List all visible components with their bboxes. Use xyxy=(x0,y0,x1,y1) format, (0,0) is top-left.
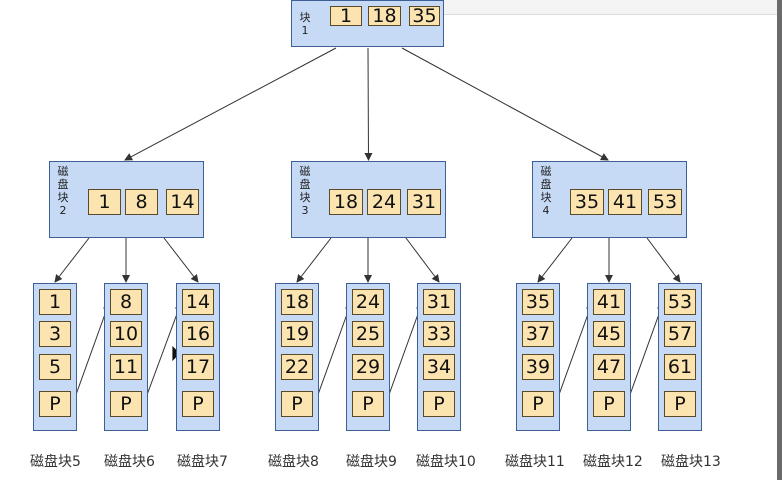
root-to-internal-edge xyxy=(401,47,609,161)
node-label-char: 盘 xyxy=(57,178,69,191)
internal-key: 8 xyxy=(125,189,158,215)
leaf-key: 47 xyxy=(593,354,625,380)
leaf-key: 8 xyxy=(110,289,142,315)
internal-to-leaf-edge xyxy=(163,237,199,283)
leaf-sibling-pointer xyxy=(143,302,183,404)
leaf-caption: 磁盘块12 xyxy=(583,454,643,470)
leaf-key: 19 xyxy=(281,321,313,347)
leaf-caption: 磁盘块10 xyxy=(416,454,476,470)
internal-key: 18 xyxy=(329,189,363,215)
leaf-key: 57 xyxy=(664,321,696,347)
leaf-pointer-p: P xyxy=(664,391,696,417)
internal-key: 14 xyxy=(166,189,199,215)
leaf-pointer-p: P xyxy=(352,391,384,417)
leaf-sibling-pointer xyxy=(72,302,111,404)
internal-key: 1 xyxy=(88,189,121,215)
leaf-key: 33 xyxy=(423,321,455,347)
leaf-key: 14 xyxy=(182,289,214,315)
root-key: 1 xyxy=(330,5,362,27)
leaf-key: 17 xyxy=(182,354,214,380)
leaf-sibling-pointer xyxy=(626,302,665,404)
leaf-key: 35 xyxy=(522,289,554,315)
node-label-char: 块 xyxy=(299,191,311,204)
leaf-caption: 磁盘块13 xyxy=(661,454,721,470)
node-label-char: 3 xyxy=(301,204,309,217)
leaf-key: 25 xyxy=(352,321,384,347)
leaf-pointer-p: P xyxy=(110,391,142,417)
leaf-key: 10 xyxy=(110,321,142,347)
internal-key: 53 xyxy=(648,189,682,215)
node-label-char: 磁 xyxy=(540,165,552,178)
leaf-key: 24 xyxy=(352,289,384,315)
leaf-key: 16 xyxy=(182,321,214,347)
leaf-caption: 磁盘块11 xyxy=(505,454,565,470)
leaf-caption: 磁盘块8 xyxy=(268,454,319,470)
leaf-key: 29 xyxy=(352,354,384,380)
node-label-char: 磁 xyxy=(299,165,311,178)
root-to-internal-edge xyxy=(364,47,373,161)
root-to-internal-edge xyxy=(124,47,337,161)
leaf-pointer-p: P xyxy=(182,391,214,417)
leaf-caption: 磁盘块6 xyxy=(104,454,155,470)
node-label-char: 磁 xyxy=(57,165,69,178)
internal-key: 31 xyxy=(407,189,441,215)
internal-key: 24 xyxy=(367,189,401,215)
leaf-sibling-pointer xyxy=(314,302,353,404)
leaf-key: 41 xyxy=(593,289,625,315)
leaf-sibling-pointer xyxy=(385,302,424,404)
node-label-char: 块 xyxy=(299,11,311,24)
node-label-char: 块 xyxy=(540,191,552,204)
root-key: 35 xyxy=(409,5,440,27)
leaf-caption: 磁盘块5 xyxy=(30,454,81,470)
internal-to-leaf-edge xyxy=(296,237,332,283)
node-label-char: 1 xyxy=(301,24,309,37)
leaf-key: 53 xyxy=(664,289,696,315)
internal-key: 41 xyxy=(608,189,642,215)
leaf-pointer-p: P xyxy=(522,391,554,417)
leaf-pointer-p: P xyxy=(39,391,71,417)
node-label-char: 盘 xyxy=(299,178,311,191)
node-label-char: 4 xyxy=(542,204,550,217)
leaf-pointer-p: P xyxy=(593,391,625,417)
internal-to-leaf-edge xyxy=(54,237,90,283)
leaf-key: 22 xyxy=(281,354,313,380)
window-top-strip xyxy=(440,0,777,15)
root-key: 18 xyxy=(368,5,401,27)
leaf-key: 34 xyxy=(423,354,455,380)
leaf-caption: 磁盘块7 xyxy=(177,454,228,470)
node-label-char: 块 xyxy=(57,191,69,204)
internal-to-leaf-edge xyxy=(405,237,440,283)
leaf-caption: 磁盘块9 xyxy=(346,454,397,470)
internal-to-leaf-edge xyxy=(537,237,573,283)
leaf-key: 37 xyxy=(522,321,554,347)
leaf-key: 61 xyxy=(664,354,696,380)
leaf-key: 45 xyxy=(593,321,625,347)
leaf-pointer-p: P xyxy=(423,391,455,417)
leaf-key: 1 xyxy=(39,289,71,315)
window-right-edge xyxy=(777,0,782,480)
leaf-key: 31 xyxy=(423,289,455,315)
leaf-sibling-pointer xyxy=(555,302,594,404)
leaf-pointer-p: P xyxy=(281,391,313,417)
internal-to-leaf-edge xyxy=(646,237,681,283)
node-label-char: 盘 xyxy=(540,178,552,191)
leaf-key: 5 xyxy=(39,354,71,380)
node-label-char: 2 xyxy=(59,204,67,217)
leaf-key: 39 xyxy=(522,354,554,380)
internal-key: 35 xyxy=(570,189,604,215)
leaf-key: 3 xyxy=(39,321,71,347)
leaf-key: 18 xyxy=(281,289,313,315)
leaf-key: 11 xyxy=(110,354,142,380)
